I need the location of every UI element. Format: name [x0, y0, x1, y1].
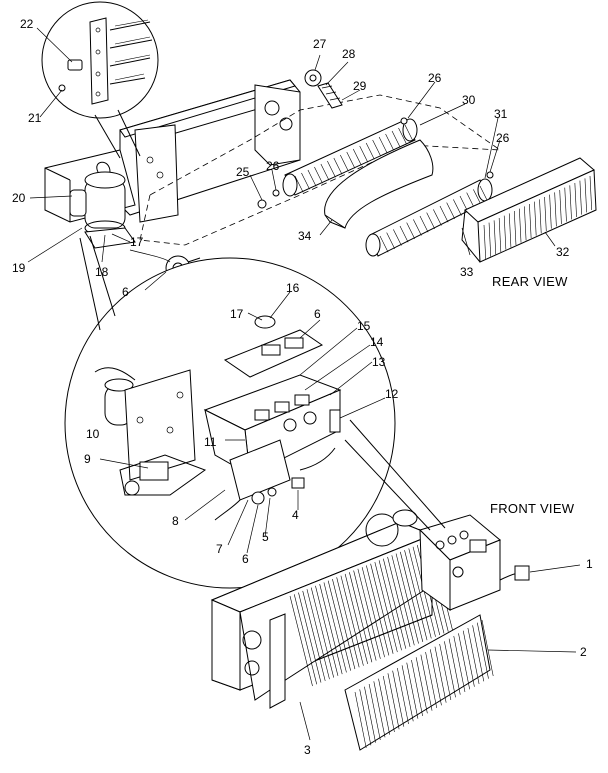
rear-view-title: REAR VIEW: [492, 274, 568, 289]
callout: 31: [494, 107, 508, 121]
callout: 6: [314, 307, 321, 321]
compressor: [69, 161, 136, 249]
callout: 28: [342, 47, 356, 61]
callout: 12: [385, 387, 399, 401]
blower-wheel-upper: [282, 118, 418, 197]
callout: 10: [86, 427, 100, 441]
callout: 29: [353, 79, 367, 93]
leader-lines: [27, 27, 581, 741]
callout: 7: [216, 542, 223, 556]
callout: 21: [28, 111, 42, 125]
callout: 9: [84, 452, 91, 466]
front-unit: [210, 509, 530, 751]
rear-grille: [461, 157, 597, 263]
callout: 8: [172, 514, 179, 528]
callout: 30: [462, 93, 476, 107]
callout: 1: [586, 557, 593, 571]
callout: 3: [304, 743, 311, 757]
inset-detail-controls: [64, 235, 396, 589]
callout: 32: [556, 245, 570, 259]
callout: 4: [292, 508, 299, 522]
callout: 15: [357, 319, 371, 333]
callout: 5: [262, 530, 269, 544]
callout: 13: [372, 355, 386, 369]
callout: 26: [496, 131, 510, 145]
callout: 2: [580, 645, 587, 659]
callout: 16: [286, 281, 300, 295]
callout: 17: [230, 307, 244, 321]
callout: 11: [204, 435, 217, 449]
callout: 6: [122, 285, 129, 299]
callout: 17: [130, 235, 144, 249]
callout: 33: [460, 265, 474, 279]
control-top-plate: [223, 315, 324, 378]
callout: 19: [12, 261, 26, 275]
lower-switches: [214, 409, 341, 521]
callout: 22: [20, 17, 34, 31]
blower-wheel-lower: [365, 178, 493, 257]
callout: 18: [95, 265, 109, 279]
control-bracket: [119, 369, 207, 496]
inset-detail-top: [41, 1, 159, 159]
callout: 26: [428, 71, 442, 85]
callout-numbers: 22 21 20 19 18 17 6 25 26 27 28 29 26 30…: [12, 17, 593, 757]
callout: 6: [242, 552, 249, 566]
fan-coupling: [304, 69, 343, 109]
callout: 26: [266, 159, 280, 173]
callout: 27: [313, 37, 327, 51]
front-view-title: FRONT VIEW: [490, 501, 575, 516]
callout: 34: [298, 229, 312, 243]
callout: 25: [236, 165, 250, 179]
callout: 20: [12, 191, 26, 205]
callout: 14: [370, 335, 384, 349]
